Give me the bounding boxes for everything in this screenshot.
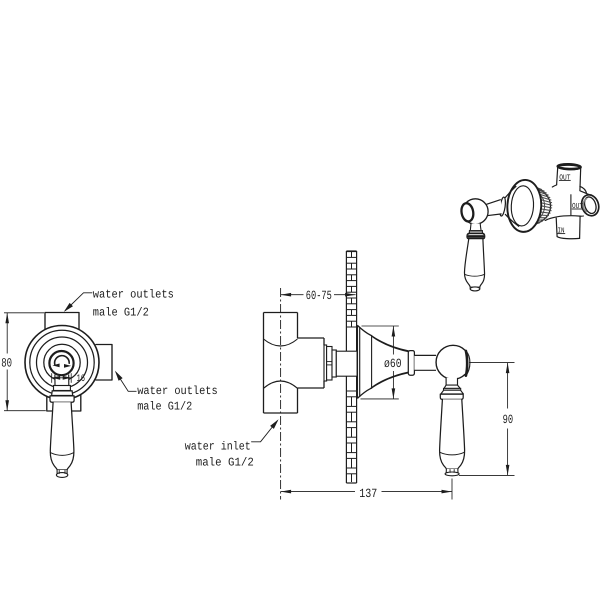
svg-text:male G1/2: male G1/2 <box>93 306 149 320</box>
svg-text:water inlet: water inlet <box>185 439 251 453</box>
svg-text:ø60: ø60 <box>384 357 402 371</box>
svg-text:water outlets: water outlets <box>137 384 218 398</box>
svg-text:OUT: OUT <box>559 173 571 182</box>
svg-text:male G1/2: male G1/2 <box>137 399 192 413</box>
svg-text:16: 16 <box>77 374 86 385</box>
svg-text:IN: IN <box>558 227 565 235</box>
svg-text:OUT: OUT <box>572 202 583 211</box>
svg-text:80: 80 <box>1 356 12 370</box>
svg-text:137: 137 <box>359 487 377 501</box>
svg-text:male G1/2: male G1/2 <box>196 456 254 470</box>
svg-text:90: 90 <box>503 413 514 427</box>
svg-text:60-75: 60-75 <box>306 289 332 303</box>
svg-text:water outlets: water outlets <box>93 288 174 302</box>
